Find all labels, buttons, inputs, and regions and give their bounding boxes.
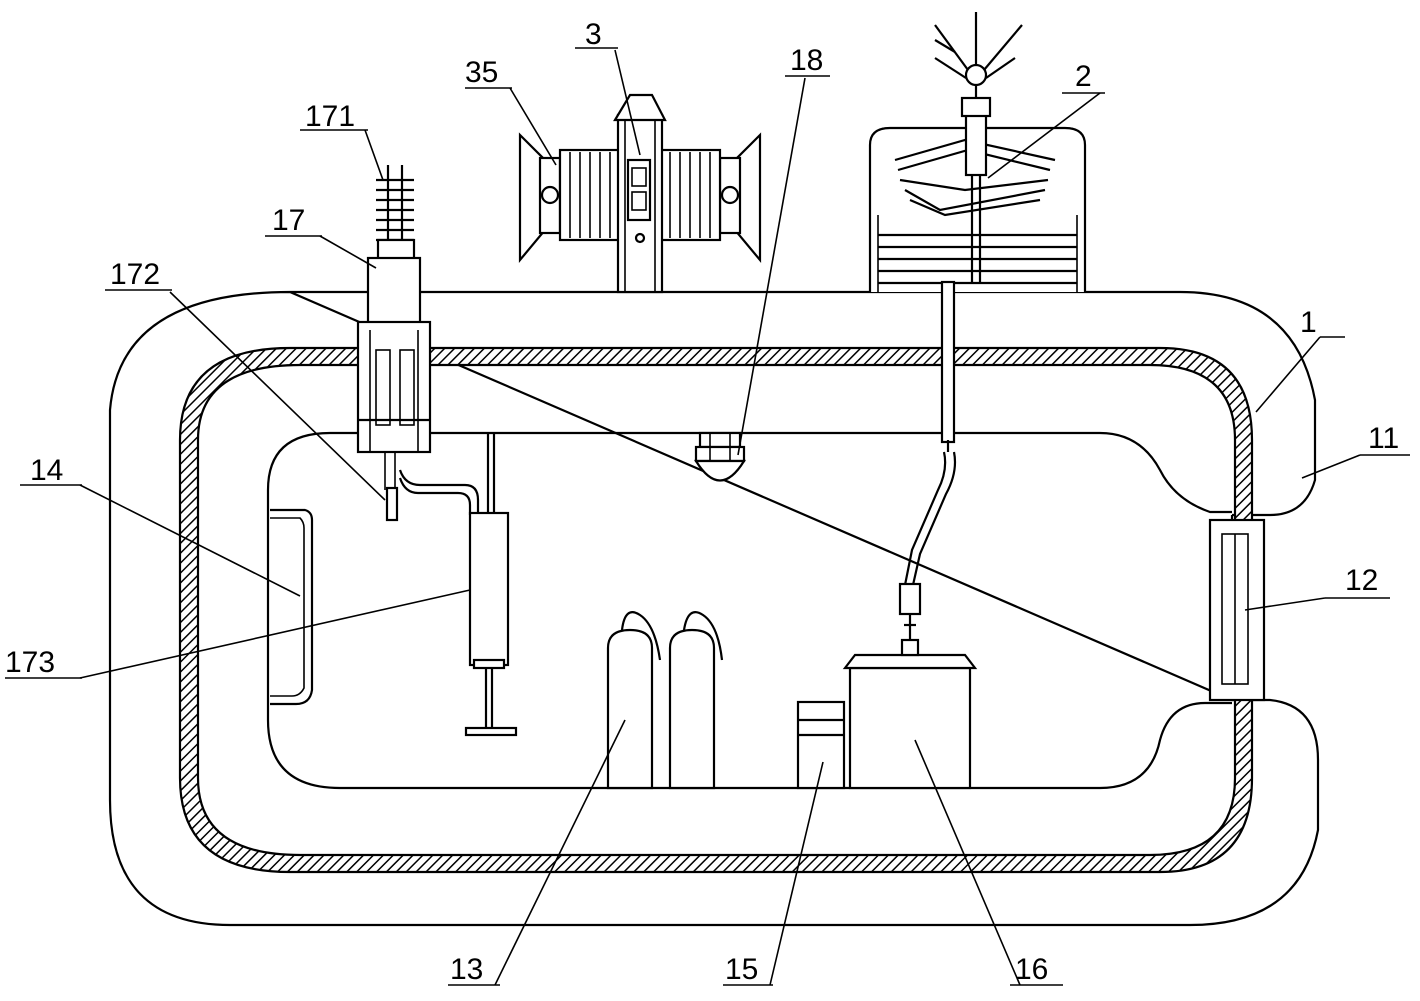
- label-18: 18: [790, 44, 823, 77]
- winch-35: [518, 132, 762, 264]
- pipe: [898, 280, 957, 640]
- cylinder-173: [464, 511, 518, 737]
- tank-16: [842, 638, 978, 790]
- pressure-shell: [178, 346, 1254, 874]
- label-15: 15: [725, 953, 758, 986]
- label-3: 3: [585, 18, 602, 51]
- outer-hull: [108, 290, 1320, 927]
- label-171: 171: [305, 100, 355, 133]
- label-11: 11: [1368, 422, 1399, 455]
- label-13: 13: [450, 953, 483, 986]
- gas-bottles-13: [606, 611, 724, 790]
- window-12: [1208, 518, 1266, 702]
- insulator-171: [376, 178, 414, 242]
- mast-3: [613, 93, 667, 294]
- unit-2: [868, 126, 1087, 292]
- panel-14: [270, 508, 314, 706]
- label-14: 14: [30, 454, 63, 487]
- label-1: 1: [1300, 306, 1317, 339]
- label-173: 173: [5, 646, 55, 679]
- label-12: 12: [1345, 564, 1378, 597]
- label-2: 2: [1075, 60, 1092, 93]
- label-35: 35: [465, 56, 498, 89]
- device-17: [356, 165, 432, 522]
- inner-cabin: [266, 431, 1232, 790]
- leader-lines: [5, 47, 1410, 986]
- light-18: [694, 431, 746, 482]
- tube-172: [398, 433, 496, 515]
- label-17: 17: [272, 204, 305, 237]
- antenna: [934, 12, 1023, 282]
- label-172: 172: [110, 258, 160, 291]
- label-16: 16: [1015, 953, 1048, 986]
- box-15: [796, 700, 846, 790]
